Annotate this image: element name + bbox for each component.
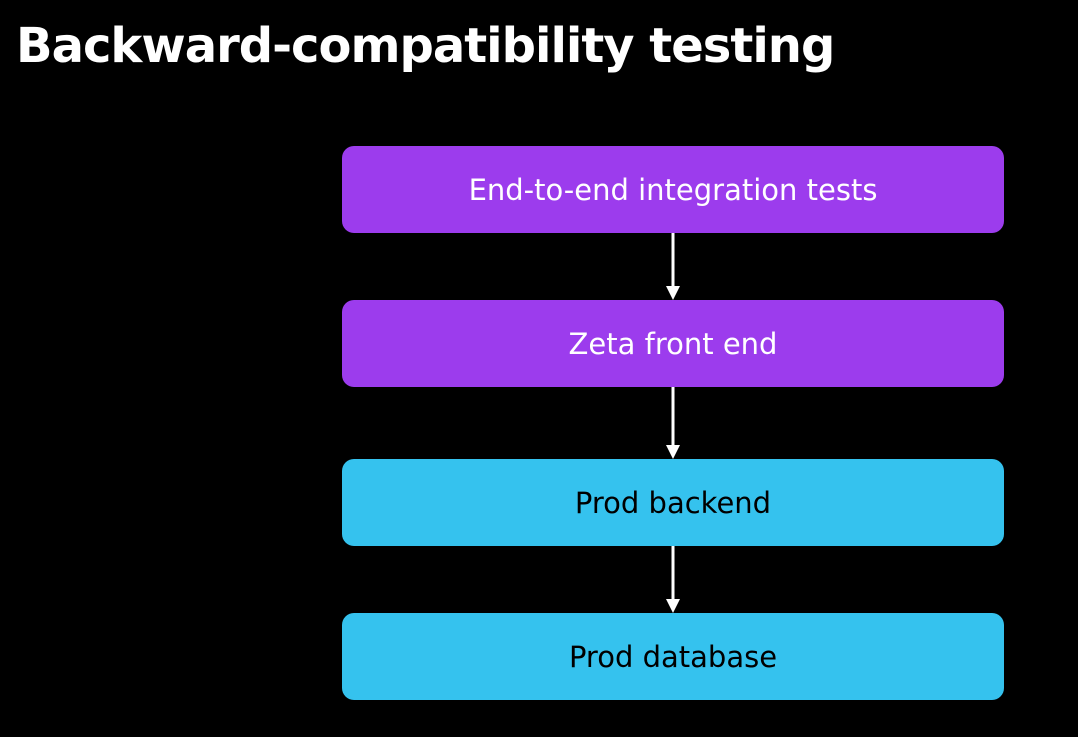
node-label: Prod backend <box>574 485 772 520</box>
node-label: Zeta front end <box>568 326 778 361</box>
node-label: Prod database <box>568 639 778 674</box>
node-prod-database: Prod database <box>342 613 1004 700</box>
node-zeta-front-end: Zeta front end <box>342 300 1004 387</box>
node-prod-backend: Prod backend <box>342 459 1004 546</box>
slide-title: Backward-compatibility testing <box>16 18 835 74</box>
arrow-down-icon <box>663 387 683 459</box>
arrow-down-icon <box>663 233 683 300</box>
node-end-to-end-integration-tests: End-to-end integration tests <box>342 146 1004 233</box>
arrow-down-icon <box>663 546 683 613</box>
node-label: End-to-end integration tests <box>468 172 878 207</box>
